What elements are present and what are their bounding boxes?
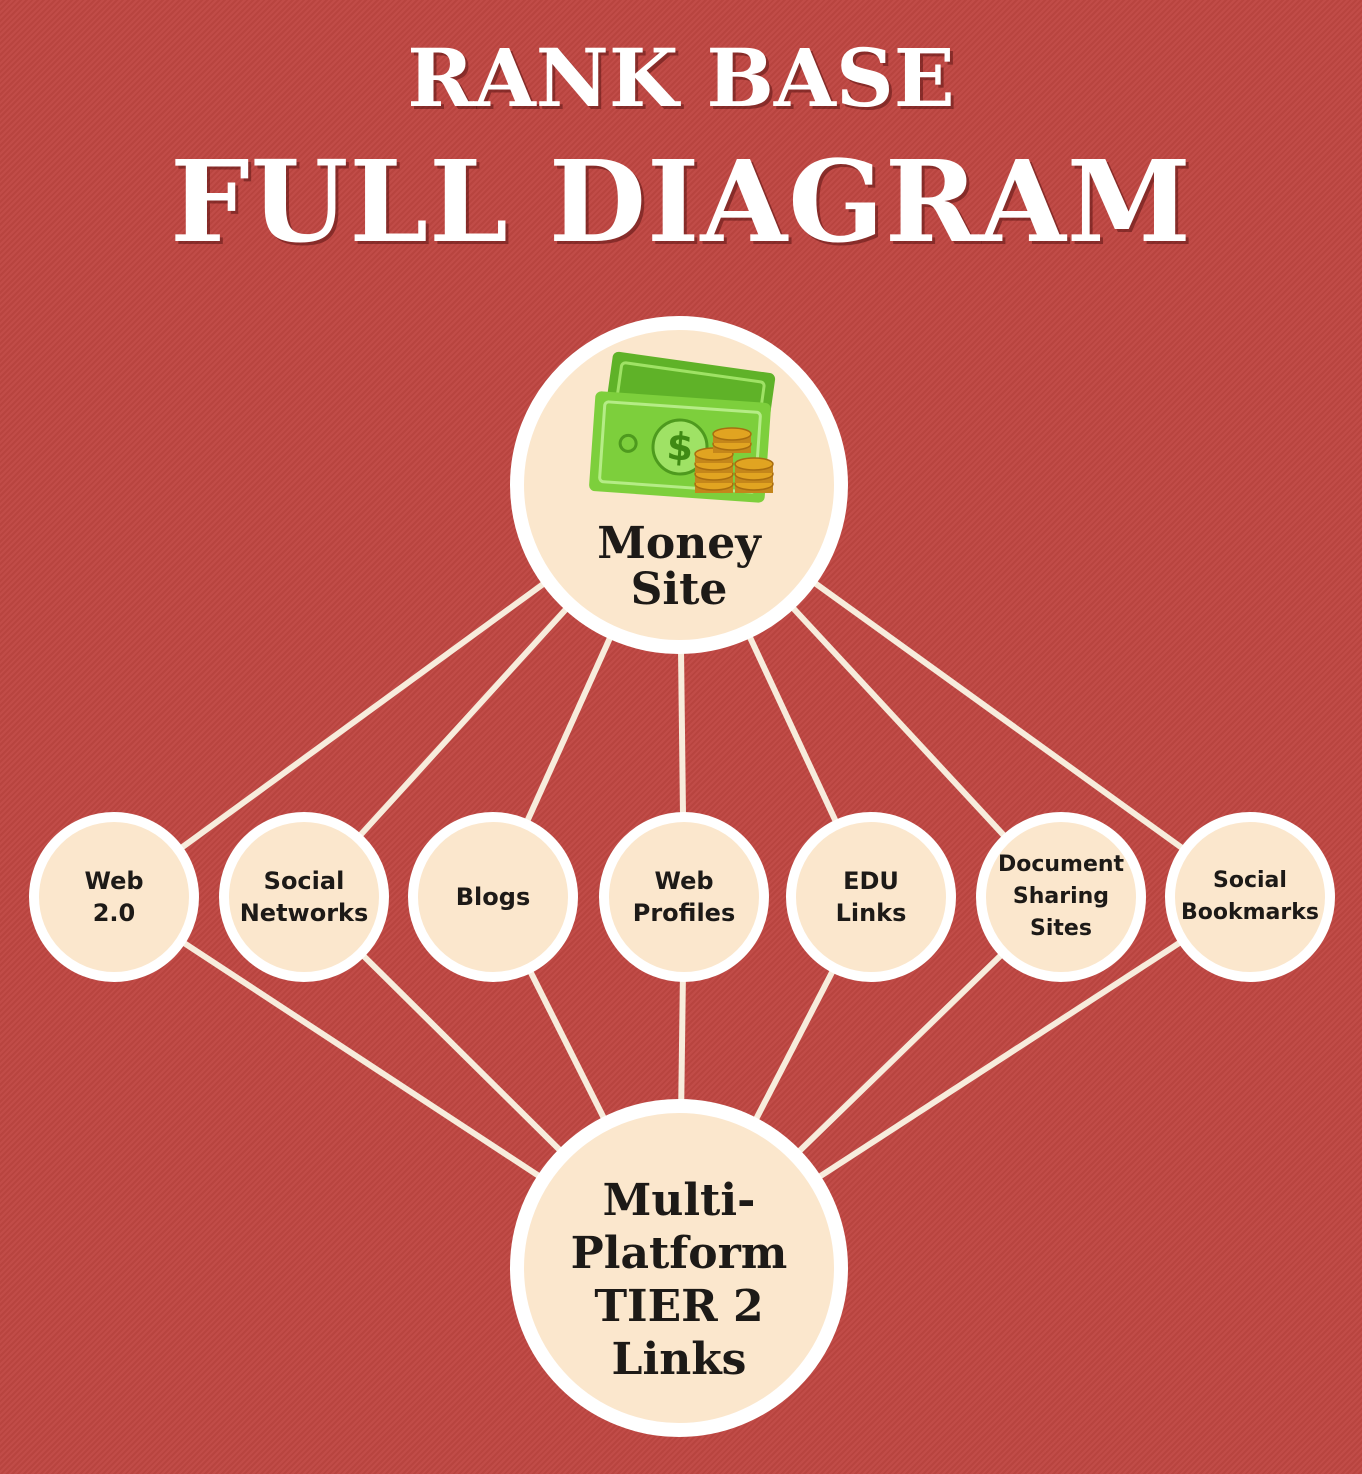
coin-stack-icon xyxy=(694,427,774,493)
node-web-profiles-label: Web Profiles xyxy=(632,867,736,927)
title-full-diagram: FULL DIAGRAM xyxy=(170,137,1192,268)
money-cash-icon: $ xyxy=(589,351,776,503)
node-document-sharing-sites-label: Document Sharing Sites xyxy=(997,852,1125,941)
node-social-bookmarks-label: Social Bookmarks xyxy=(1181,868,1319,925)
node-blogs xyxy=(408,812,578,982)
node-social-networks-label: Social Networks xyxy=(239,867,369,927)
node-social-bookmarks xyxy=(1165,812,1335,982)
svg-text:$: $ xyxy=(665,424,694,470)
middle-nodes xyxy=(29,812,1335,982)
title-rank-base: RANK BASE xyxy=(407,31,955,125)
node-edu-links-label: EDU Links xyxy=(835,867,907,927)
tier2-links-label: Multi- Platform TIER 2 Links xyxy=(570,1175,788,1385)
node-edu-links xyxy=(786,812,956,982)
node-web20 xyxy=(29,812,199,982)
node-web-profiles xyxy=(599,812,769,982)
money-site-label: Money Site xyxy=(597,518,761,615)
coin xyxy=(734,457,774,471)
node-document-sharing-sites xyxy=(976,812,1146,982)
node-blogs-label: Blogs xyxy=(455,883,531,911)
node-web20-label: Web 2.0 xyxy=(84,867,144,927)
coin xyxy=(712,427,752,441)
tier2-links-node xyxy=(510,1099,848,1437)
node-social-networks xyxy=(219,812,389,982)
